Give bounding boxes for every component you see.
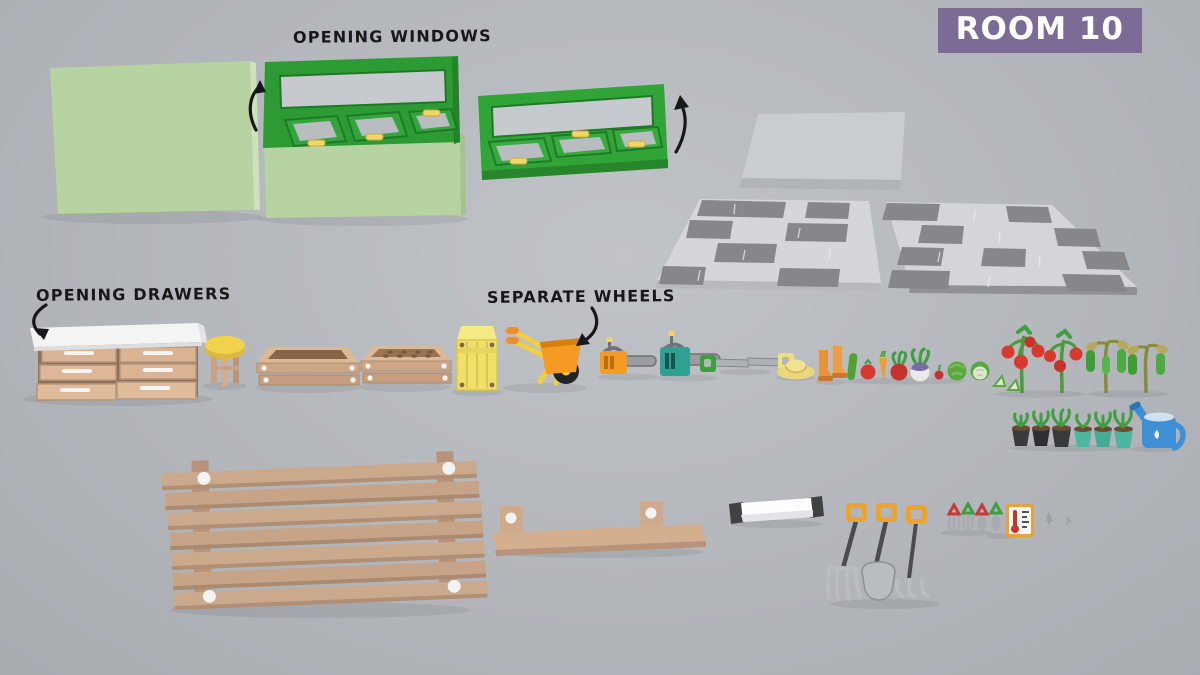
tomato-plant xyxy=(1001,324,1045,394)
handsaw-green xyxy=(700,355,751,372)
curved-arrow-icon xyxy=(248,80,266,132)
curved-arrow-icon xyxy=(32,303,49,340)
straw-hat xyxy=(777,359,815,380)
cucumber xyxy=(847,353,858,380)
crate-yellow xyxy=(456,326,498,391)
open-flap-icon xyxy=(283,114,348,148)
seedling-pots-black xyxy=(1012,408,1071,447)
small-hand-tools xyxy=(946,500,1004,532)
hanging-fruit-plant xyxy=(1086,339,1129,394)
floor-slab xyxy=(740,112,905,190)
shovel xyxy=(861,503,897,601)
cherry-radish xyxy=(934,364,944,380)
annotation-opening-windows: OPENING WINDOWS xyxy=(292,26,492,47)
wall-shelf xyxy=(492,501,706,556)
open-flap-icon xyxy=(550,130,613,159)
open-flap-icon xyxy=(345,110,409,143)
hanging-fruit-plant-small xyxy=(1127,343,1168,394)
room-number-badge: ROOM 10 xyxy=(937,8,1142,54)
pitchfork xyxy=(825,503,867,601)
cabbage-half xyxy=(970,361,990,381)
open-flap-icon xyxy=(487,136,553,167)
cabbage xyxy=(947,361,967,381)
chainsaw-orange xyxy=(600,337,657,374)
opening-window-standalone xyxy=(478,84,668,180)
stool-yellow xyxy=(205,336,245,386)
drawer-cabinet-opening xyxy=(30,323,208,401)
open-flap-icon xyxy=(611,125,664,153)
curved-arrow-icon xyxy=(576,306,599,346)
seedling-pots-teal xyxy=(1074,409,1133,448)
annotation-separate-wheels: SEPARATE WHEELS xyxy=(486,286,676,307)
radish xyxy=(890,350,908,381)
rubber-boots xyxy=(818,346,847,381)
tomato-plant-small xyxy=(1044,328,1083,394)
annotation-opening-drawers: OPENING DRAWERS xyxy=(35,284,232,305)
planter-bed-seeded xyxy=(360,346,452,384)
cabbage-wedges xyxy=(991,373,1021,391)
greenhouse-wall-plain xyxy=(50,61,260,215)
open-flap-icon xyxy=(407,107,459,135)
curved-arrow-icon xyxy=(674,95,689,154)
paver-tile-light xyxy=(656,199,881,291)
small-metal-clips xyxy=(1045,513,1072,526)
paver-tile-dark xyxy=(882,202,1137,295)
handsaw-yellow xyxy=(747,353,794,370)
thermometer-card xyxy=(1006,504,1034,537)
turnip xyxy=(910,347,931,382)
hand-cultivator-long xyxy=(895,505,930,599)
drawer-front xyxy=(36,346,117,401)
grow-light-tube xyxy=(729,496,824,524)
wheelbarrow-separate-wheel xyxy=(506,327,582,386)
planter-bed-empty xyxy=(256,347,360,386)
carrot xyxy=(879,350,887,381)
slat-wall-pallet xyxy=(161,451,488,611)
drawer-front xyxy=(116,346,197,400)
watering-can xyxy=(1129,401,1186,451)
tomato xyxy=(860,358,876,380)
greenhouse-wall-with-opening-window xyxy=(263,56,466,218)
